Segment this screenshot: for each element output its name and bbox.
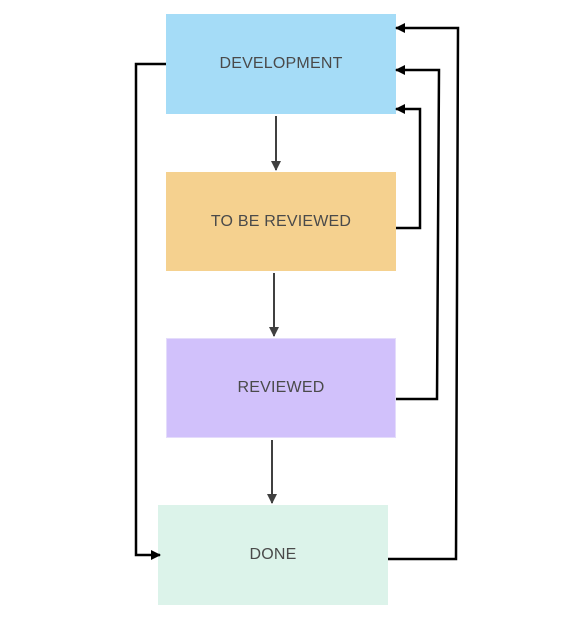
edge-to-be-reviewed-to-development	[395, 104, 422, 230]
edge-development-to-done	[134, 62, 166, 560]
node-to-be-reviewed-label: TO BE REVIEWED	[210, 212, 352, 230]
node-reviewed-label: REVIEWED	[237, 379, 325, 396]
node-to-be-reviewed: TO BE REVIEWED	[166, 172, 396, 271]
node-development: DEVELOPMENT	[166, 14, 396, 114]
node-reviewed: REVIEWED	[166, 338, 396, 438]
edge-done-to-development	[388, 23, 460, 561]
node-development-label: DEVELOPMENT	[219, 55, 343, 72]
node-done-label: DONE	[249, 546, 297, 563]
node-done: DONE	[158, 505, 388, 605]
edge-reviewed-to-development	[395, 65, 441, 401]
